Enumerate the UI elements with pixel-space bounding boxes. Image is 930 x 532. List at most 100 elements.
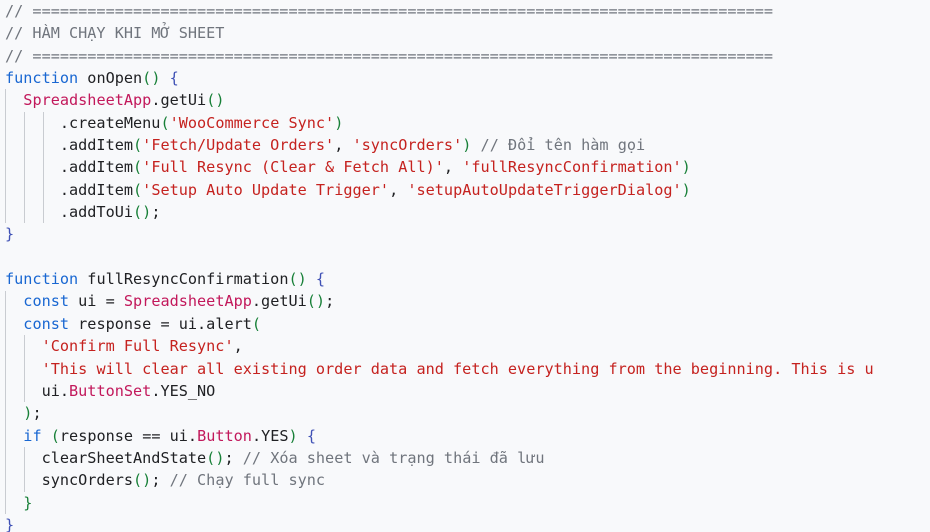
token-pln: ; [224, 448, 243, 467]
token-pun: ( [133, 158, 143, 177]
token-pun: ) [681, 158, 691, 177]
token-pln: .YES [251, 426, 289, 445]
code-line[interactable]: clearSheetAndState(); // Xóa sheet và tr… [0, 447, 930, 469]
token-pln: clearSheetAndState [5, 448, 207, 467]
token-pln: ; [325, 292, 335, 311]
code-line[interactable]: .addItem('Setup Auto Update Trigger', 's… [0, 179, 930, 201]
token-str: 'Setup Auto Update Trigger' [142, 180, 390, 199]
code-line[interactable] [0, 246, 930, 268]
token-pun: ( [50, 426, 60, 445]
token-pun: () [142, 69, 161, 88]
code-line[interactable]: syncOrders(); // Chạy full sync [0, 469, 930, 491]
token-pun: ) [5, 404, 33, 423]
code-line[interactable]: .addItem('Full Resync (Clear & Fetch All… [0, 156, 930, 178]
code-line[interactable]: } [0, 514, 930, 532]
token-pln [5, 292, 23, 310]
code-line[interactable]: .addItem('Fetch/Update Orders', 'syncOrd… [0, 134, 930, 156]
code-line[interactable]: .createMenu('WooCommerce Sync') [0, 112, 930, 134]
token-str: 'Fetch/Update Orders' [142, 136, 335, 155]
code-line[interactable]: 'This will clear all existing order data… [0, 358, 930, 380]
token-pun: () [206, 448, 225, 467]
token-pln: .createMenu [5, 113, 161, 132]
token-pun: } [23, 493, 33, 512]
token-str: 'setupAutoUpdateTriggerDialog' [407, 180, 682, 199]
code-line[interactable]: .addToUi(); [0, 201, 930, 223]
token-str: 'syncOrders' [352, 136, 463, 155]
code-line[interactable]: function fullResyncConfirmation() { [0, 268, 930, 290]
token-pln [42, 427, 51, 445]
token-pln: ; [151, 471, 170, 490]
token-pln: , [443, 158, 463, 177]
token-pln [5, 427, 23, 445]
token-brcB: } [5, 225, 15, 244]
token-pln: ui. [5, 381, 70, 400]
token-cls: SpreadsheetApp [23, 91, 152, 110]
token-pln: .addToUi [5, 203, 134, 222]
token-pln [5, 91, 23, 109]
token-kw: const [23, 292, 70, 311]
code-line[interactable]: 'Confirm Full Resync', [0, 335, 930, 357]
token-cls: Button [197, 426, 252, 445]
token-pun: () [288, 270, 307, 289]
token-pln [307, 270, 316, 288]
token-cmt: // Chạy full sync [169, 471, 326, 490]
token-cmt: // Đổi tên hàm gọi [480, 136, 646, 155]
token-pln: .addItem [5, 180, 134, 199]
token-pun: () [306, 292, 326, 311]
token-cmt: // =====================================… [5, 46, 774, 65]
token-pln [471, 136, 480, 154]
token-brcB: } [5, 515, 15, 532]
token-pln [5, 337, 42, 355]
token-pun: () [133, 471, 152, 490]
token-str: 'WooCommerce Sync' [169, 113, 335, 132]
code-line[interactable]: if (response == ui.Button.YES) { [0, 425, 930, 447]
token-str: 'Full Resync (Clear & Fetch All)' [142, 158, 444, 177]
token-brcB: { [306, 426, 316, 445]
token-str: 'fullResyncConfirmation' [462, 158, 682, 177]
token-brcB: { [315, 270, 326, 289]
code-line[interactable]: ); [0, 402, 930, 424]
token-pun: ( [251, 314, 262, 333]
token-pln: onOpen [78, 69, 143, 88]
token-pln: .getUi [251, 292, 307, 311]
code-line[interactable]: // HÀM CHẠY KHI MỞ SHEET [0, 22, 930, 44]
code-line[interactable]: const ui = SpreadsheetApp.getUi(); [0, 290, 930, 312]
token-pun: ( [133, 180, 143, 199]
token-pln: .addItem [5, 136, 134, 155]
token-kw: function [5, 270, 79, 289]
token-kw: const [23, 314, 70, 333]
code-line[interactable]: } [0, 492, 930, 514]
code-line[interactable]: ui.ButtonSet.YES_NO [0, 380, 930, 402]
token-pln: response == ui. [59, 426, 198, 445]
token-cls: ButtonSet [69, 381, 152, 400]
token-pln: ui = [69, 292, 124, 311]
token-kw: function [5, 69, 79, 88]
token-str: 'This will clear all existing order data… [41, 359, 874, 378]
token-pun: () [206, 91, 225, 110]
token-pln: fullResyncConfirmation [78, 270, 289, 289]
token-cls: SpreadsheetApp [123, 292, 252, 311]
token-pln: , [334, 136, 353, 155]
code-line[interactable]: // =====================================… [0, 0, 930, 22]
token-pln: .addItem [5, 158, 134, 177]
token-str: 'Confirm Full Resync' [41, 337, 234, 356]
token-pln [298, 427, 307, 445]
token-pln: response = ui.alert [69, 314, 252, 333]
code-line[interactable]: } [0, 223, 930, 245]
token-pln: ; [151, 203, 161, 222]
token-pun: ) [462, 136, 472, 155]
code-line[interactable]: // =====================================… [0, 45, 930, 67]
code-line[interactable]: const response = ui.alert( [0, 313, 930, 335]
token-pln: .getUi [151, 91, 207, 110]
token-pun: ( [160, 113, 170, 132]
token-pun: () [133, 203, 152, 222]
code-line[interactable]: function onOpen() { [0, 67, 930, 89]
token-pln [5, 494, 23, 512]
token-pln: ; [32, 404, 42, 423]
token-pln [5, 315, 23, 333]
token-pun: ( [133, 136, 143, 155]
token-pln [5, 360, 42, 378]
code-line[interactable]: SpreadsheetApp.getUi() [0, 89, 930, 111]
